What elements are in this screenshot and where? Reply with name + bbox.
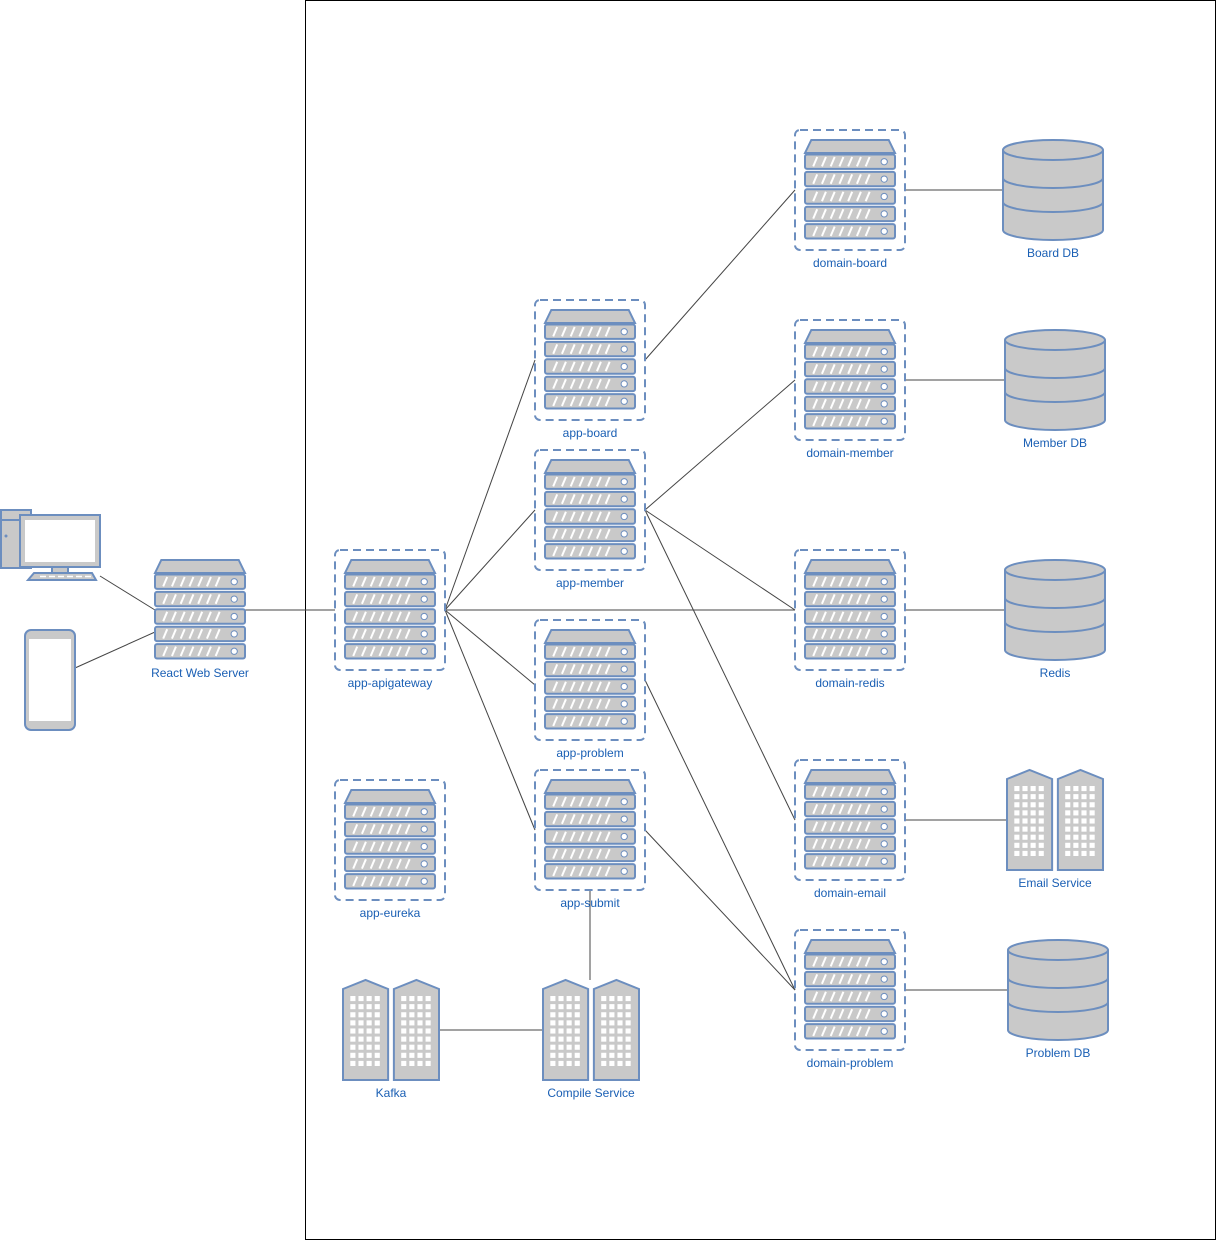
database-icon xyxy=(1004,329,1106,431)
server-container-icon xyxy=(334,779,446,901)
server-container-icon xyxy=(534,449,646,571)
edge-app-apigateway-to-app-problem xyxy=(444,609,536,686)
edge-app-problem-to-domain-problem xyxy=(644,679,796,991)
server-container-icon xyxy=(794,549,906,671)
domain-member-label: domain-member xyxy=(806,446,893,460)
server-container-icon xyxy=(794,759,906,881)
app-board-label: app-board xyxy=(563,426,618,440)
domain-member-node[interactable]: domain-member xyxy=(794,319,906,460)
server-container-icon xyxy=(534,299,646,421)
kafka-node[interactable]: Kafka xyxy=(342,978,440,1100)
server-container-icon xyxy=(534,619,646,741)
client-desktop-node xyxy=(0,509,101,581)
edge-app-board-to-domain-board xyxy=(644,189,796,361)
app-apigateway-label: app-apigateway xyxy=(348,676,433,690)
app-apigateway-node[interactable]: app-apigateway xyxy=(334,549,446,690)
server-icon xyxy=(153,559,247,660)
edge-client-desktop-to-react-web-server xyxy=(99,575,156,611)
app-problem-label: app-problem xyxy=(556,746,623,760)
server-container-icon xyxy=(334,549,446,671)
edge-app-apigateway-to-app-member xyxy=(444,509,536,611)
server-container-icon xyxy=(794,929,906,1051)
client-mobile-node xyxy=(24,629,76,731)
app-eureka-node[interactable]: app-eureka xyxy=(334,779,446,920)
member-db-node[interactable]: Member DB xyxy=(1004,329,1106,450)
server-container-icon xyxy=(534,769,646,891)
edge-app-apigateway-to-app-submit xyxy=(444,609,536,831)
member-db-label: Member DB xyxy=(1023,436,1087,450)
app-board-node[interactable]: app-board xyxy=(534,299,646,440)
database-icon xyxy=(1004,559,1106,661)
domain-redis-node[interactable]: domain-redis xyxy=(794,549,906,690)
domain-board-node[interactable]: domain-board xyxy=(794,129,906,270)
nodes: React Web Server app-apigateway app-eureka… xyxy=(0,129,1109,1100)
board-db-node[interactable]: Board DB xyxy=(1002,139,1104,260)
app-submit-label: app-submit xyxy=(560,896,620,910)
email-service-label: Email Service xyxy=(1018,876,1092,890)
edge-app-member-to-domain-email xyxy=(644,509,796,821)
server-container-icon xyxy=(794,129,906,251)
edge-app-member-to-domain-redis xyxy=(644,509,796,611)
buildings-icon xyxy=(342,978,440,1081)
redis-label: Redis xyxy=(1040,666,1071,680)
desktop-icon xyxy=(0,509,101,581)
edge-app-submit-to-domain-problem xyxy=(644,829,796,991)
app-member-node[interactable]: app-member xyxy=(534,449,646,590)
react-web-server-node[interactable]: React Web Server xyxy=(151,559,249,680)
board-db-label: Board DB xyxy=(1027,246,1079,260)
domain-board-label: domain-board xyxy=(813,256,887,270)
domain-email-node[interactable]: domain-email xyxy=(794,759,906,900)
domain-email-label: domain-email xyxy=(814,886,886,900)
problem-db-label: Problem DB xyxy=(1026,1046,1091,1060)
buildings-icon xyxy=(542,978,640,1081)
app-submit-node[interactable]: app-submit xyxy=(534,769,646,910)
mobile-icon xyxy=(24,629,76,731)
email-service-node[interactable]: Email Service xyxy=(1006,768,1104,890)
database-icon xyxy=(1002,139,1104,241)
database-icon xyxy=(1007,939,1109,1041)
app-problem-node[interactable]: app-problem xyxy=(534,619,646,760)
server-container-icon xyxy=(794,319,906,441)
app-member-label: app-member xyxy=(556,576,624,590)
react-web-server-label: React Web Server xyxy=(151,666,249,680)
domain-problem-label: domain-problem xyxy=(807,1056,894,1070)
app-eureka-label: app-eureka xyxy=(360,906,421,920)
domain-redis-label: domain-redis xyxy=(815,676,884,690)
domain-problem-node[interactable]: domain-problem xyxy=(794,929,906,1070)
backend-boundary xyxy=(305,0,1216,1240)
compile-service-label: Compile Service xyxy=(547,1086,635,1100)
problem-db-node[interactable]: Problem DB xyxy=(1007,939,1109,1060)
redis-node[interactable]: Redis xyxy=(1004,559,1106,680)
buildings-icon xyxy=(1006,768,1104,871)
edge-client-mobile-to-react-web-server xyxy=(74,631,156,669)
kafka-label: Kafka xyxy=(376,1086,407,1100)
connections xyxy=(74,189,1008,1031)
edge-app-member-to-domain-member xyxy=(644,379,796,511)
compile-service-node[interactable]: Compile Service xyxy=(542,978,640,1100)
edge-app-apigateway-to-app-board xyxy=(444,359,536,611)
